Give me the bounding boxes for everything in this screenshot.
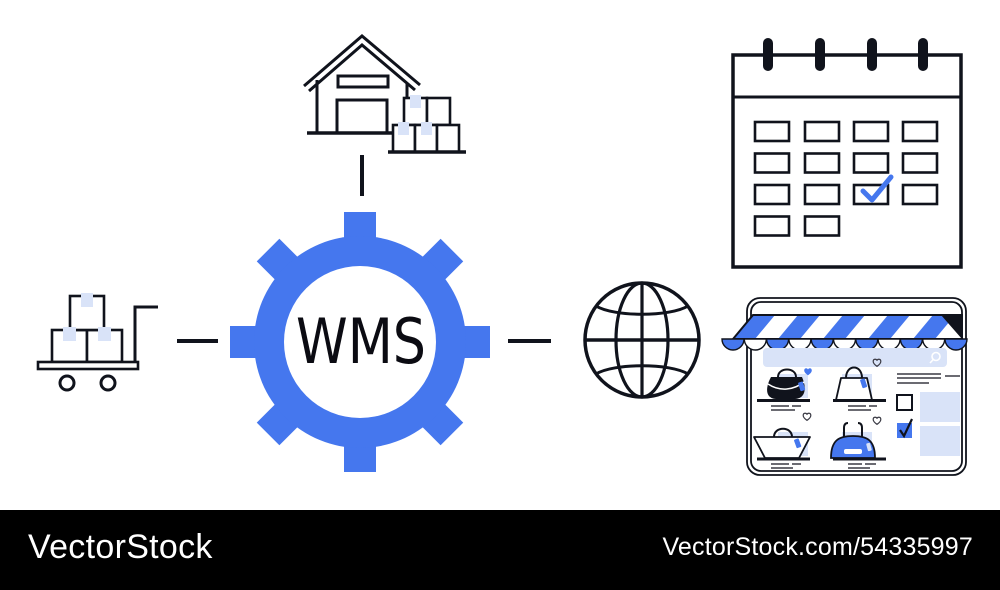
inventory-cart-icon — [36, 293, 158, 392]
warehouse-boxes-icon — [303, 34, 466, 154]
box-tape — [81, 293, 93, 307]
wms-illustration: WMS — [36, 34, 968, 476]
online-storefront-icon — [721, 297, 968, 476]
price-tag — [866, 442, 872, 452]
product-card — [753, 412, 812, 469]
product-card — [757, 368, 812, 411]
product-card — [830, 416, 886, 469]
warehouse-door — [335, 98, 389, 135]
shopping-bag — [835, 377, 873, 401]
connector-lines — [177, 155, 551, 343]
price-tag — [794, 438, 802, 449]
product-card — [833, 358, 886, 411]
warehouse-building — [303, 34, 421, 135]
calendar-rings — [763, 38, 928, 71]
calendar-checkmark — [860, 174, 894, 203]
cart-handle — [133, 305, 158, 362]
search-icon — [929, 351, 941, 364]
store-filter-panel — [896, 373, 960, 456]
handbag — [767, 377, 805, 399]
awning — [721, 314, 968, 351]
box-tape — [63, 327, 76, 341]
warehouse-window — [336, 74, 390, 89]
box-tape — [410, 95, 421, 108]
bag-slot — [844, 449, 862, 454]
calendar-checked-icon — [731, 38, 963, 269]
store-search-bar — [763, 348, 947, 367]
price-tag — [860, 378, 868, 389]
calendar-cells — [753, 120, 939, 237]
box-tape — [98, 327, 111, 341]
duffel-bag — [830, 435, 876, 459]
footer-bar: VectorStock VectorStock.com/54335997 — [0, 510, 1000, 590]
gear-icon: WMS — [230, 212, 490, 472]
warehouse-boxes — [388, 95, 466, 154]
awning-scallops — [721, 338, 968, 351]
box-tape — [421, 122, 432, 135]
globe-icon — [583, 281, 701, 399]
cart-wheel — [99, 374, 117, 392]
checkbox-unchecked — [896, 394, 913, 411]
tote-bag — [753, 436, 811, 459]
image-credit: VectorStock.com/54335997 — [662, 532, 973, 561]
vectorstock-logo: VectorStock — [28, 527, 213, 566]
box-tape — [398, 122, 409, 135]
wms-label: WMS — [296, 305, 426, 378]
price-tag — [798, 381, 806, 392]
cart-platform — [36, 360, 140, 371]
checkbox-checkmark — [899, 418, 913, 439]
cart-wheel — [58, 374, 76, 392]
